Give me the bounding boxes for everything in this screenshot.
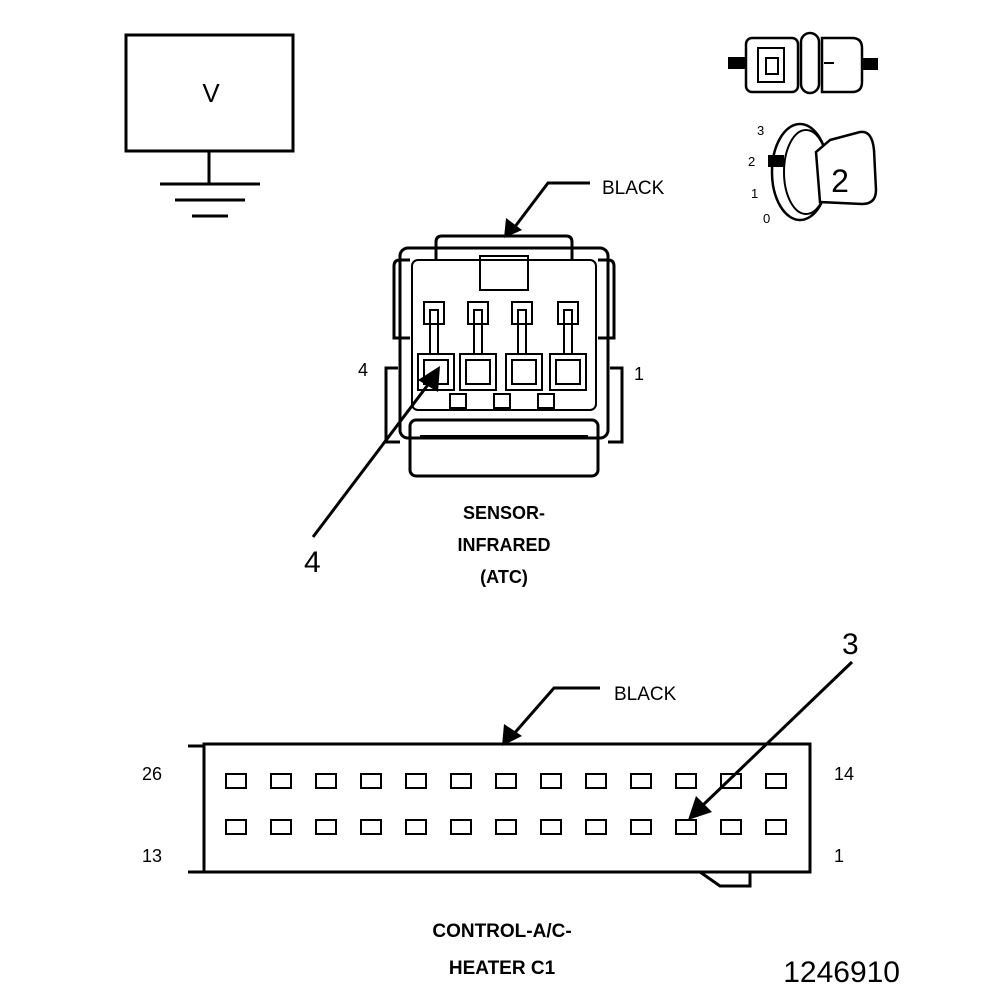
control-name-line-1: CONTROL-A/C- <box>432 921 571 942</box>
sensor-name-line-3: (ATC) <box>480 567 528 587</box>
control-color-label: BLACK <box>614 684 677 705</box>
key-position-icon: 3 2 1 0 2 <box>748 122 878 226</box>
sensor-pin-left: 4 <box>358 360 368 380</box>
sensor-color-label: BLACK <box>602 178 665 199</box>
sensor-terminal <box>459 301 497 391</box>
control-callout-number: 3 <box>842 628 859 661</box>
sensor-pin-right: 1 <box>634 364 644 384</box>
control-name-line-2: HEATER C1 <box>449 958 556 979</box>
control-pin-top-left: 26 <box>142 764 162 784</box>
key-position-3: 3 <box>757 123 764 138</box>
voltmeter-ground-icon: V <box>124 33 295 218</box>
sensor-terminal <box>549 301 587 391</box>
control-connector: BLACK <box>142 628 859 979</box>
sensor-callout-number: 4 <box>304 546 321 579</box>
sensor-terminal <box>505 301 543 391</box>
control-pin-bottom-right: 1 <box>834 846 844 866</box>
key-position-2: 2 <box>748 154 755 169</box>
figure-id: 1246910 <box>783 956 900 989</box>
sensor-name-line-2: INFRARED <box>458 535 551 555</box>
control-pin-top-right: 14 <box>834 764 854 784</box>
sensor-terminals <box>417 301 587 391</box>
sensor-connector: BLACK <box>304 178 665 587</box>
key-position-0: 0 <box>763 211 770 226</box>
control-terminal-row-bottom <box>225 819 787 835</box>
probe-connector-icon <box>728 31 878 95</box>
sensor-name-line-1: SENSOR- <box>463 503 545 523</box>
control-pin-bottom-left: 13 <box>142 846 162 866</box>
voltmeter-label: V <box>202 78 220 108</box>
key-position-1: 1 <box>751 186 758 201</box>
key-selected-number: 2 <box>831 163 849 199</box>
control-terminal-row-top <box>225 773 787 789</box>
